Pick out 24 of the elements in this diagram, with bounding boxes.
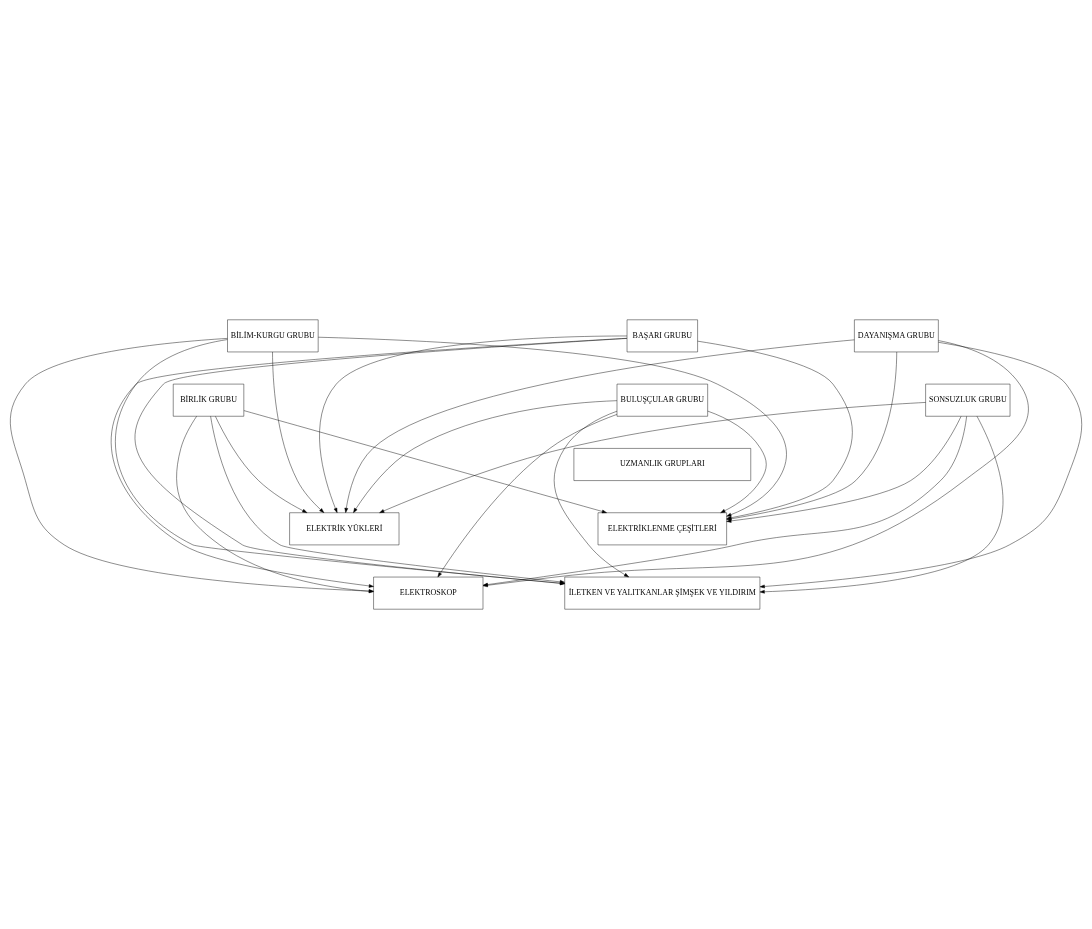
arrow xyxy=(272,351,325,513)
arrow xyxy=(759,342,1082,589)
node-box: BULUŞÇULAR GRUBU xyxy=(616,383,708,417)
arrow xyxy=(353,400,618,513)
node-box: ELEKTROSKOP xyxy=(373,576,484,610)
node-box: BİLİM-KURGU GRUBU xyxy=(227,319,319,353)
arrow xyxy=(379,402,926,513)
node-box: ELEKTRİKLENME ÇEŞİTLERİ xyxy=(597,512,727,546)
arrow xyxy=(215,416,308,513)
node-box: DAYANIŞMA GRUBU xyxy=(854,319,939,353)
node-box: SONSUZLUK GRUBU xyxy=(925,383,1011,417)
arrow xyxy=(318,337,787,517)
arrow xyxy=(759,416,1004,594)
arrow xyxy=(344,339,855,513)
node-box: İLETKEN VE YALITKANLAR ŞİMŞEK VE YILDIRIM xyxy=(564,576,761,610)
arrow xyxy=(553,410,629,578)
arrow xyxy=(243,410,607,514)
arrow xyxy=(319,335,628,513)
arrow xyxy=(707,410,767,513)
node-box: BAŞARI GRUBU xyxy=(626,319,698,353)
arrow xyxy=(437,414,618,578)
node-box: UZMANLIK GRUPLARI xyxy=(573,448,751,481)
node-box: ELEKTRİK YÜKLERİ xyxy=(289,512,400,546)
node-box: BİRLİK GRUBU xyxy=(173,383,245,417)
